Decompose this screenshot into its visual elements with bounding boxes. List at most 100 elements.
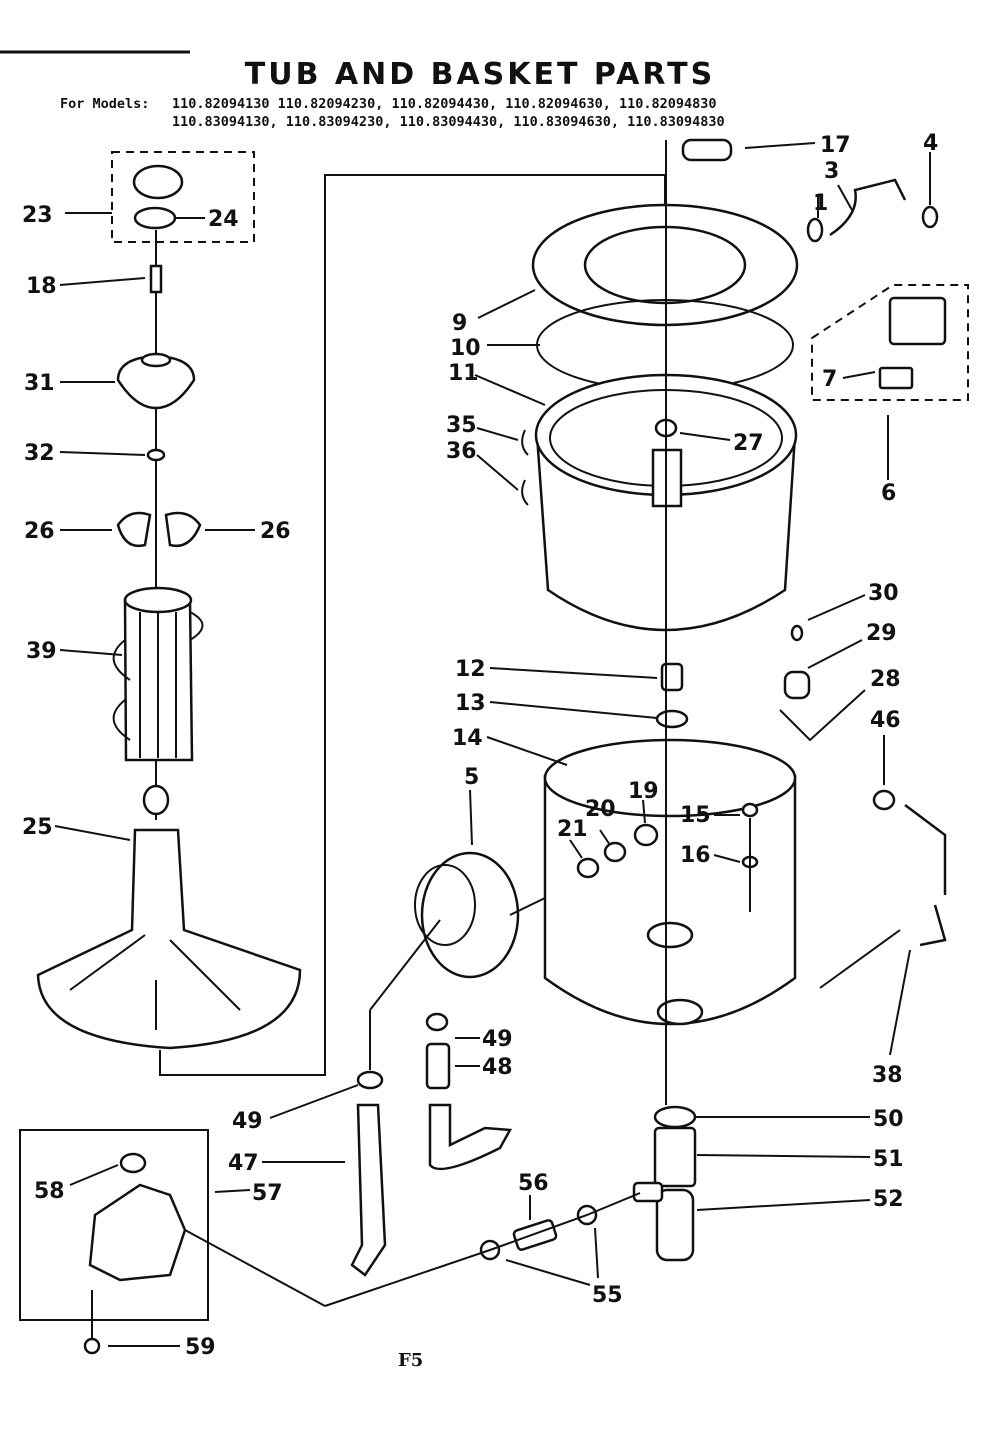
callout-26-right: 26 [260,519,291,544]
part-57-valve [88,1183,187,1282]
callout-30: 30 [868,581,899,606]
part-39-top [123,586,193,614]
part-47-hose [350,1103,387,1277]
part-48-hose [425,1042,451,1090]
part-6-box [811,284,969,401]
callout-55: 55 [592,1283,623,1308]
callout-28: 28 [870,667,901,692]
part-50-seal [653,1105,697,1129]
part-4-clamp [921,205,939,229]
callout-52: 52 [873,1187,904,1212]
hose-parts [19,178,969,1355]
callout-3: 3 [824,159,839,184]
callout-39: 39 [26,639,57,664]
part-7-bracket [878,366,914,390]
callout-13: 13 [455,691,486,716]
part-26-right-clip [164,511,202,548]
callout-12: 12 [455,657,486,682]
part-1-clamp [806,217,824,243]
part-26-left-clip [116,511,152,548]
models-line-2: 110.83094130, 110.83094230, 110.83094430… [172,114,725,130]
part-3-hose [829,178,907,237]
part-13-seal [655,709,689,729]
part-46-clamp [872,789,896,811]
part-35-clip [521,429,529,456]
callout-50: 50 [873,1107,904,1132]
callout-57: 57 [252,1181,283,1206]
callout-15: 15 [680,803,711,828]
callout-17: 17 [820,133,851,158]
callout-31: 31 [24,371,55,396]
part-25-neck [142,784,170,816]
callout-23: 23 [22,203,53,228]
callout-36: 36 [446,439,477,464]
diagram-title: TUB AND BASKET PARTS [245,57,715,92]
part-15-bolt [741,802,759,818]
part-31-top [140,352,172,368]
callout-6: 6 [881,481,896,506]
callout-25: 25 [22,815,53,840]
part-23-cap [132,164,184,200]
callout-29: 29 [866,621,897,646]
part-39-spiral [112,611,204,741]
callout-47: 47 [228,1151,259,1176]
models-line-1: 110.82094130 110.82094230, 110.82094430,… [172,96,717,112]
part-21-washer [576,857,600,879]
part-36-clip [521,479,529,506]
callout-labels: 17 4 3 1 9 10 11 27 35 36 7 6 23 24 18 3… [22,131,938,1360]
callout-20: 20 [585,797,616,822]
part-49-clamp-lower [356,1070,384,1090]
leader-lines [54,142,931,1347]
callout-49-upper: 49 [482,1027,513,1052]
page-code: F5 [398,1350,423,1371]
callout-27: 27 [733,431,764,456]
callout-1: 1 [813,191,828,216]
callout-48: 48 [482,1055,513,1080]
callout-9: 9 [452,311,467,336]
callout-16: 16 [680,843,711,868]
part-38-hose [904,804,947,947]
callout-4: 4 [923,131,938,156]
callout-38: 38 [872,1063,903,1088]
callout-19: 19 [628,779,659,804]
part-24-ring [133,206,177,230]
part-5-pump [420,851,520,979]
callout-24: 24 [208,207,239,232]
part-57-box [19,1129,209,1321]
part-30-ring [790,624,804,642]
part-32-washer [146,448,166,462]
callout-58: 58 [34,1179,65,1204]
callout-21: 21 [557,817,588,842]
callout-35: 35 [446,413,477,438]
part-20-washer [603,841,627,863]
part-19-nut [633,823,659,847]
callout-18: 18 [26,274,57,299]
callout-5: 5 [464,765,479,790]
part-51-coupling [653,1126,697,1188]
part-17-cap [681,138,733,162]
callout-49-lower: 49 [232,1109,263,1134]
callout-7: 7 [822,367,837,392]
callout-32: 32 [24,441,55,466]
part-52-drain [655,1188,695,1262]
callout-10: 10 [450,336,481,361]
callout-59: 59 [185,1335,216,1360]
callout-14: 14 [452,726,483,751]
part-18-bolt [149,264,163,294]
part-6-switch [888,296,947,346]
part-29-valve [783,670,811,700]
part-25-agitator [36,828,302,1050]
callout-11: 11 [448,361,479,386]
part-28-line [779,689,866,742]
part-lower-hose [428,1103,513,1171]
part-58-cap [119,1152,147,1174]
callout-51: 51 [873,1147,904,1172]
callout-26-left: 26 [24,519,55,544]
callout-46: 46 [870,708,901,733]
callout-56: 56 [518,1171,549,1196]
tub-assembly [521,138,799,1105]
part-31-cap [116,354,196,410]
part-49-clamp-upper [425,1012,449,1032]
part-14-rim [543,738,797,818]
